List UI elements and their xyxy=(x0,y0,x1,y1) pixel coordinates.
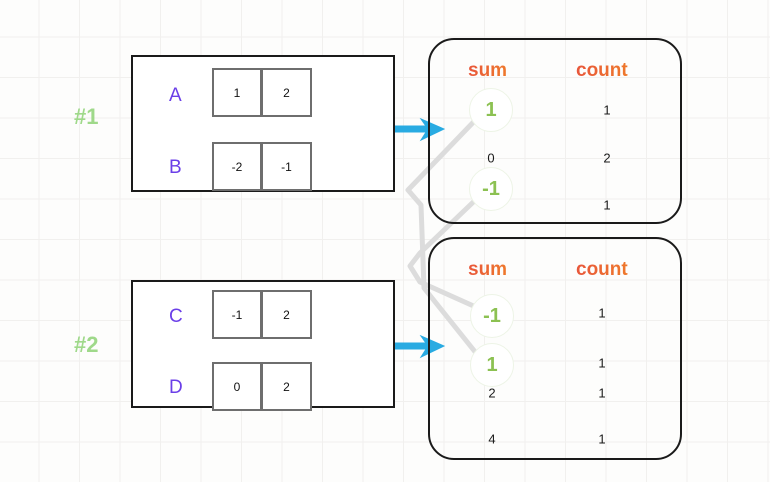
sum-value-1-2: -1 xyxy=(469,167,513,211)
cell-a-0: 1 xyxy=(212,68,262,117)
group-label-1: #1 xyxy=(74,104,99,129)
sum-value-1-0: 1 xyxy=(469,88,513,132)
count-value-2-1: 1 xyxy=(598,355,606,371)
sum-value-2-1: 1 xyxy=(470,343,514,387)
cell-d-1: 2 xyxy=(262,362,312,411)
row-label-c: C xyxy=(169,306,183,327)
cell-c-1: 2 xyxy=(262,290,312,339)
cell-row-a: 1 2 xyxy=(212,68,312,117)
cell-d-0: 0 xyxy=(212,362,262,411)
sum-value-2-0: -1 xyxy=(470,294,514,338)
count-value-2-3: 1 xyxy=(598,431,606,447)
count-value-2-0: 1 xyxy=(598,305,606,321)
count-value-1-0: 1 xyxy=(603,102,611,118)
cell-row-b: -2 -1 xyxy=(212,142,312,191)
sum-value-2-3: 4 xyxy=(488,431,496,447)
cell-a-1: 2 xyxy=(262,68,312,117)
input-box-group-2: C -1 2 D 0 2 xyxy=(131,280,395,411)
cell-row-d: 0 2 xyxy=(212,362,312,411)
column-header-sum-2: sum xyxy=(468,259,508,280)
sum-value-2-2: 2 xyxy=(488,385,496,401)
count-value-1-1: 2 xyxy=(603,150,611,166)
row-label-d: D xyxy=(169,377,183,398)
column-header-count-2: count xyxy=(576,259,628,280)
group-label-2: #2 xyxy=(74,332,99,357)
count-value-1-2: 1 xyxy=(603,197,611,213)
output-panel-1: sum count 1 1 0 2 -1 1 xyxy=(428,38,682,224)
column-header-count-1: count xyxy=(576,60,628,81)
column-header-sum-1: sum xyxy=(468,60,508,81)
cell-row-c: -1 2 xyxy=(212,290,312,339)
count-value-2-2: 1 xyxy=(598,385,606,401)
input-box-group-1: A 1 2 B -2 -1 xyxy=(131,55,395,192)
row-label-a: A xyxy=(169,85,182,106)
cell-b-1: -1 xyxy=(262,142,312,191)
output-panel-2: sum count -1 1 1 1 2 1 4 1 xyxy=(428,237,682,460)
cell-c-0: -1 xyxy=(212,290,262,339)
row-label-b: B xyxy=(169,157,182,178)
sum-value-1-1: 0 xyxy=(487,150,495,166)
cell-b-0: -2 xyxy=(212,142,262,191)
